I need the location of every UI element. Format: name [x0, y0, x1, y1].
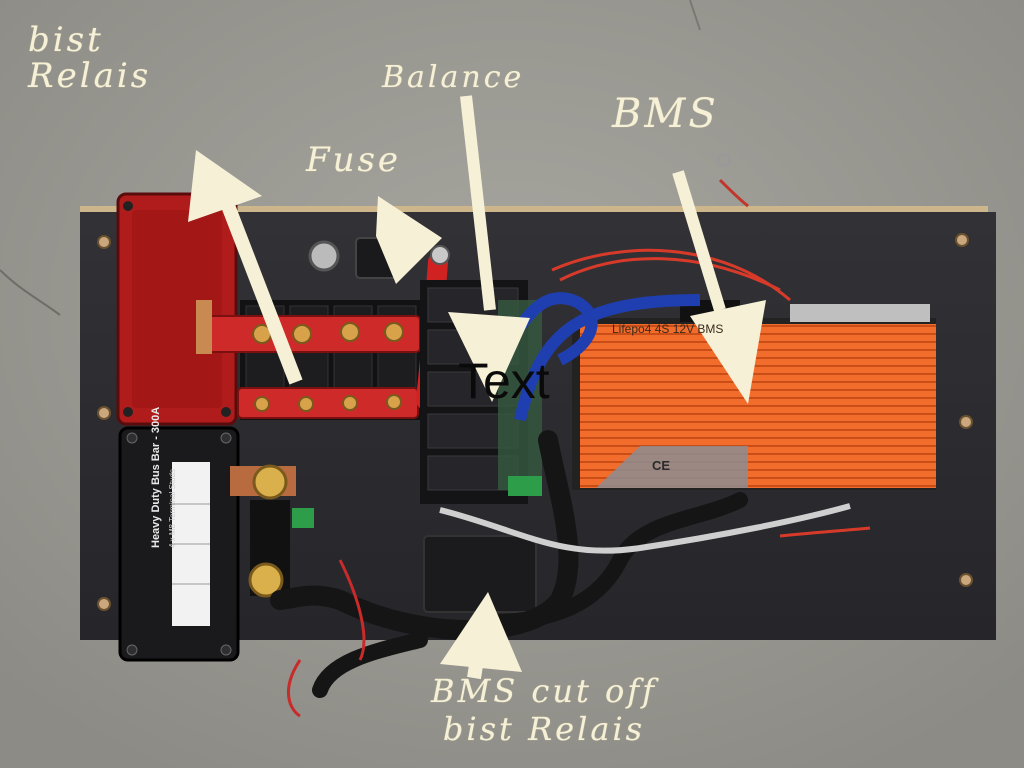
bms-model-label: Lifepo4 4S 12V BMS: [612, 322, 724, 336]
busbar-label-lines: [172, 503, 210, 585]
annotation-bist-relais: bist Relais: [28, 22, 248, 94]
arrow-bms-head: [690, 300, 766, 404]
terminal-post: [308, 240, 340, 272]
arrow-balance-head: [448, 312, 530, 402]
ring-terminal: [716, 152, 732, 168]
bms-label-plate: [596, 446, 748, 488]
red-wire: [338, 559, 366, 661]
mounting-board-edge: [80, 206, 988, 214]
black-cable: [312, 632, 428, 698]
cutoff-relay: [423, 535, 537, 613]
annotation-balance: Balance: [382, 60, 525, 95]
busbar-studs: [252, 322, 404, 412]
annotation-relais-line: Relais: [28, 56, 152, 96]
red-wire: [551, 248, 791, 302]
relay-lid-inner: [132, 210, 222, 408]
annotation-bist-line: bist: [28, 20, 104, 60]
bms-connector: [790, 304, 930, 322]
annotation-fuse: Fuse: [306, 140, 402, 180]
fuse-terminal: [430, 245, 450, 265]
floor-crack: [689, 0, 701, 31]
red-wire: [718, 178, 749, 208]
shunt-stud: [252, 464, 288, 500]
annotation-text: Text: [458, 353, 550, 409]
arrow-cutoff-head: [440, 592, 522, 672]
green-terminal: [508, 476, 542, 496]
black-cable: [492, 492, 748, 630]
arrow-relay-head: [188, 150, 262, 222]
annotation-bms: BMS: [612, 91, 719, 137]
red-wire: [559, 257, 781, 292]
annotation-arrows: [188, 95, 766, 680]
bms-ce-mark: CE: [652, 458, 671, 473]
annotation-bms-cutoff: BMS cut off bist Relais: [384, 672, 704, 748]
grey-cable: [439, 503, 851, 554]
board-screws: [97, 233, 973, 611]
floor-crack: [0, 269, 61, 316]
annotation-cutoff-line1: BMS cut off: [431, 672, 657, 710]
shunt-stud: [248, 562, 284, 598]
busbar-screws: [126, 432, 232, 656]
busbar-title-label: Heavy Duty Bus Bar - 300A: [150, 406, 162, 548]
red-wire: [286, 659, 302, 718]
arrow-fuse-head: [376, 196, 442, 284]
arrow-balance: [460, 95, 496, 311]
busbar-sub-label: 4 x M8 Terminal Studs: [168, 469, 177, 548]
copper-link: [196, 300, 212, 354]
annotation-cutoff-line2: bist Relais: [442, 710, 646, 748]
arrow-relay: [215, 187, 303, 385]
green-terminal: [292, 508, 314, 528]
red-wire: [779, 526, 871, 538]
blue-cable: [514, 294, 701, 422]
arrow-bms: [672, 170, 726, 312]
